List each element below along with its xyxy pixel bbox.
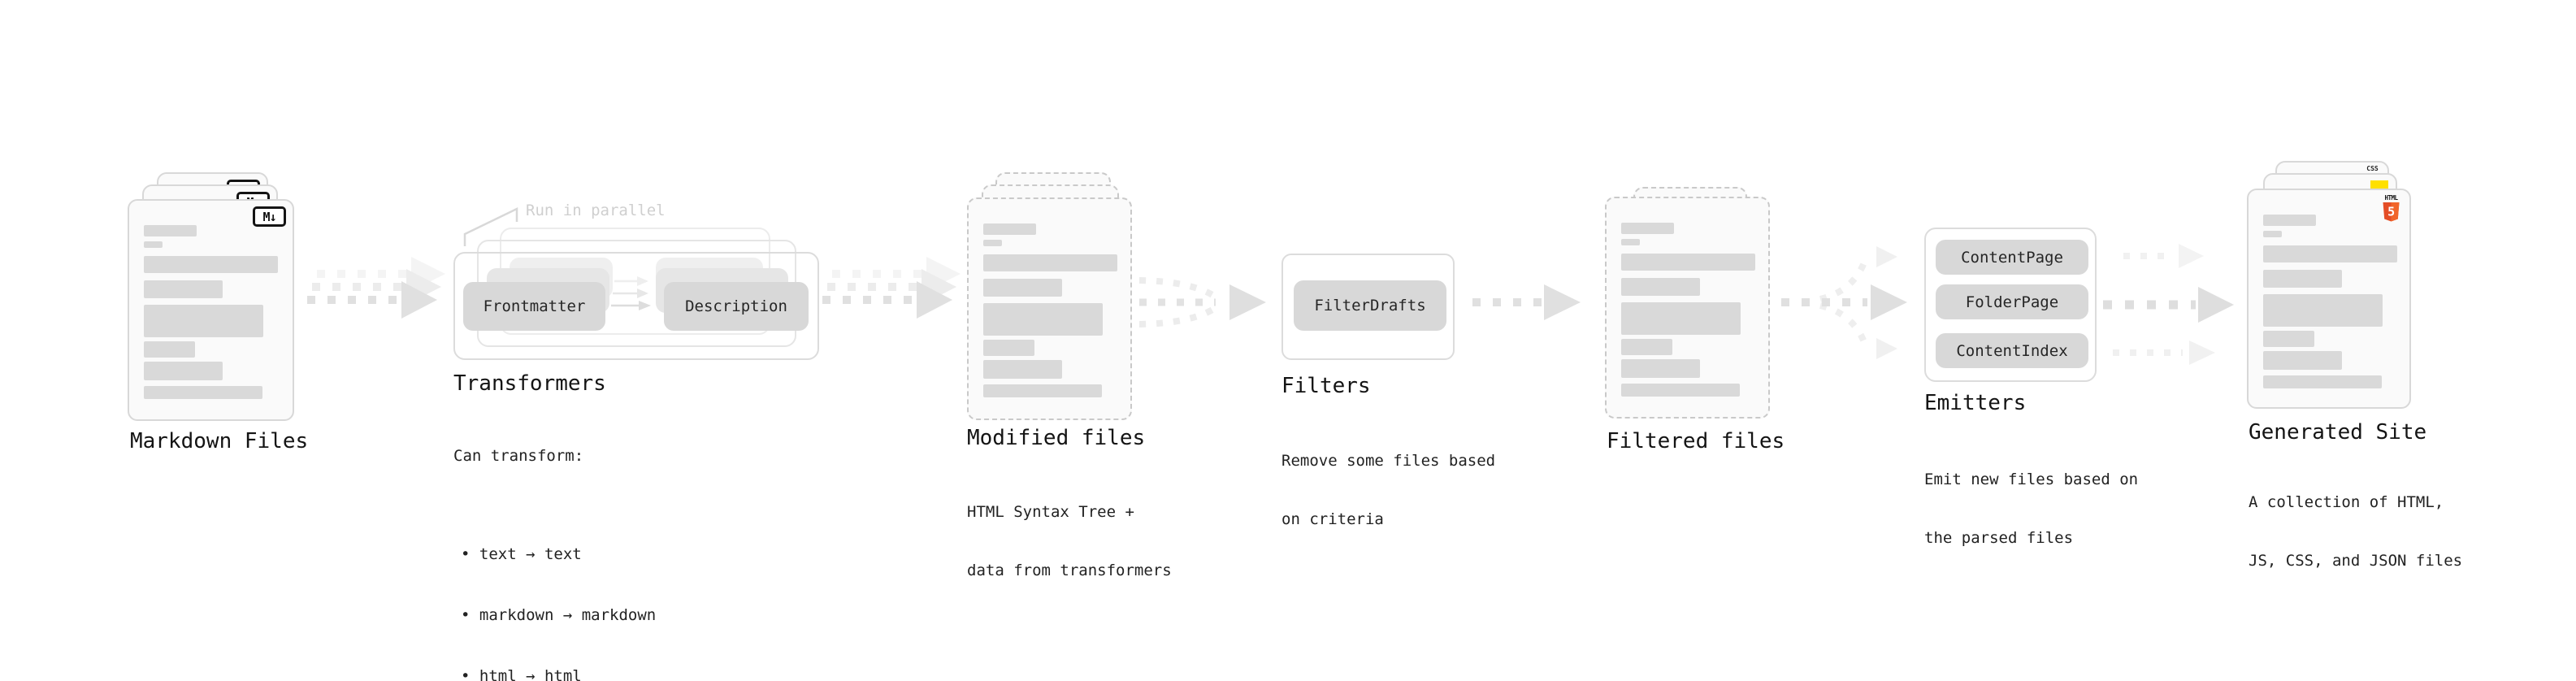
generated-desc-line: JS, CSS, and JSON files: [2249, 552, 2463, 570]
transformer-node-frontmatter: Frontmatter: [463, 282, 605, 331]
content-placeholder-bar: [1621, 359, 1700, 378]
emitter-node-folderpage: FolderPage: [1936, 284, 2088, 319]
filters-container: FilterDrafts: [1281, 254, 1455, 360]
run-in-parallel-note: Run in parallel: [526, 202, 666, 219]
transformers-bullet: • markdown → markdown: [461, 606, 657, 624]
content-placeholder-bar: [1621, 254, 1755, 271]
content-placeholder-bar: [983, 360, 1062, 379]
stage-generated-site: CSS HTML 5: [2247, 161, 2418, 421]
content-placeholder-bar: [983, 384, 1102, 397]
content-placeholder-bar: [2263, 351, 2342, 370]
arrow-markdown-to-transformers: [307, 257, 445, 319]
generated-site-description: A collection of HTML, JS, CSS, and JSON …: [2249, 453, 2462, 609]
stage-filtered-files: [1605, 187, 1776, 431]
content-placeholder-bar: [983, 303, 1103, 336]
file-card-front: M↓: [128, 199, 294, 421]
content-placeholder-bar: [983, 279, 1062, 297]
content-placeholder-bar: [983, 223, 1036, 235]
html5-icon: HTML 5: [2383, 194, 2400, 222]
stage-emitters: ContentPage FolderPage ContentIndex: [1924, 228, 2103, 390]
content-placeholder-bar: [144, 241, 163, 248]
content-placeholder-bar: [2263, 294, 2383, 327]
transformers-description: Can transform: • text → text • markdown …: [453, 407, 656, 681]
content-placeholder-bar: [2263, 331, 2314, 347]
content-placeholder-bar: [1621, 278, 1700, 296]
transformer-container-front: Frontmatter Description: [453, 252, 819, 360]
content-placeholder-bar: [1621, 339, 1672, 355]
svg-text:HTML: HTML: [2384, 194, 2398, 202]
stage-title-transformers: Transformers: [453, 371, 606, 396]
transformer-node-description: Description: [664, 282, 809, 331]
modified-desc-line: data from transformers: [967, 562, 1172, 579]
stage-title-filtered-files: Filtered files: [1607, 429, 1785, 453]
stage-title-emitters: Emitters: [1924, 391, 2027, 415]
svg-text:5: 5: [2387, 205, 2395, 219]
markdown-icon: M↓: [253, 206, 286, 227]
content-placeholder-bar: [2263, 270, 2342, 288]
file-card-front: [967, 197, 1132, 420]
transformers-desc-heading: Can transform:: [453, 447, 584, 465]
stage-filters: FilterDrafts: [1281, 254, 1460, 367]
arrow-frontmatter-to-description: [611, 276, 651, 310]
content-placeholder-bar: [144, 386, 262, 399]
arrow-filters-to-filtered: [1472, 284, 1581, 320]
run-in-parallel-connector-line: [463, 207, 518, 246]
file-card-front: HTML 5: [2247, 189, 2411, 409]
arrow-filtered-to-emitters-split: [1781, 246, 1907, 359]
content-placeholder-bar: [2263, 375, 2382, 388]
modified-desc-line: HTML Syntax Tree +: [967, 503, 1134, 521]
filter-node-filterdrafts: FilterDrafts: [1294, 280, 1446, 331]
filters-description: Remove some files based on criteria: [1281, 412, 1495, 568]
modified-files-description: HTML Syntax Tree + data from transformer…: [967, 463, 1172, 619]
emitter-node-contentindex: ContentIndex: [1936, 333, 2088, 368]
content-placeholder-bar: [983, 254, 1117, 271]
transformers-bullet: • text → text: [461, 545, 582, 563]
content-placeholder-bar: [144, 362, 223, 380]
stage-markdown-files: M↓ M↓ M↓: [128, 161, 298, 429]
file-card-front: [1605, 197, 1770, 419]
filters-desc-line: Remove some files based: [1281, 452, 1496, 470]
arrow-transformers-to-modified: [822, 257, 961, 319]
content-placeholder-bar: [2263, 231, 2282, 237]
stage-title-filters: Filters: [1281, 374, 1371, 398]
content-placeholder-bar: [144, 280, 223, 298]
emitter-node-contentpage: ContentPage: [1936, 240, 2088, 275]
stage-title-modified-files: Modified files: [967, 426, 1146, 450]
javascript-icon: [2370, 180, 2388, 191]
emitters-desc-line: Emit new files based on: [1924, 471, 2139, 488]
content-placeholder-bar: [1621, 302, 1741, 335]
stage-modified-files: [967, 172, 1138, 432]
content-placeholder-bar: [144, 305, 263, 337]
generated-desc-line: A collection of HTML,: [2249, 493, 2444, 511]
filters-desc-line: on criteria: [1281, 510, 1384, 528]
emitters-desc-line: the parsed files: [1924, 529, 2074, 547]
transformers-bullet: • html → html: [461, 667, 582, 681]
content-placeholder-bar: [144, 341, 195, 358]
stage-title-markdown-files: Markdown Files: [130, 429, 309, 453]
arrow-modified-to-filters-merge: [1138, 277, 1266, 327]
content-placeholder-bar: [1621, 239, 1640, 245]
content-placeholder-bar: [144, 256, 278, 273]
content-placeholder-bar: [2263, 215, 2316, 226]
content-placeholder-bar: [1621, 223, 1674, 234]
stage-transformers: Frontmatter Description: [453, 195, 823, 366]
content-placeholder-bar: [2263, 245, 2397, 262]
content-placeholder-bar: [983, 340, 1034, 356]
content-placeholder-bar: [983, 240, 1002, 246]
emitters-description: Emit new files based on the parsed files: [1924, 431, 2138, 587]
emitters-container: ContentPage FolderPage ContentIndex: [1924, 228, 2097, 382]
content-placeholder-bar: [1621, 384, 1740, 397]
arrow-emitters-to-generated: [2103, 244, 2234, 365]
content-placeholder-bar: [144, 225, 197, 236]
stage-title-generated-site: Generated Site: [2249, 420, 2427, 445]
